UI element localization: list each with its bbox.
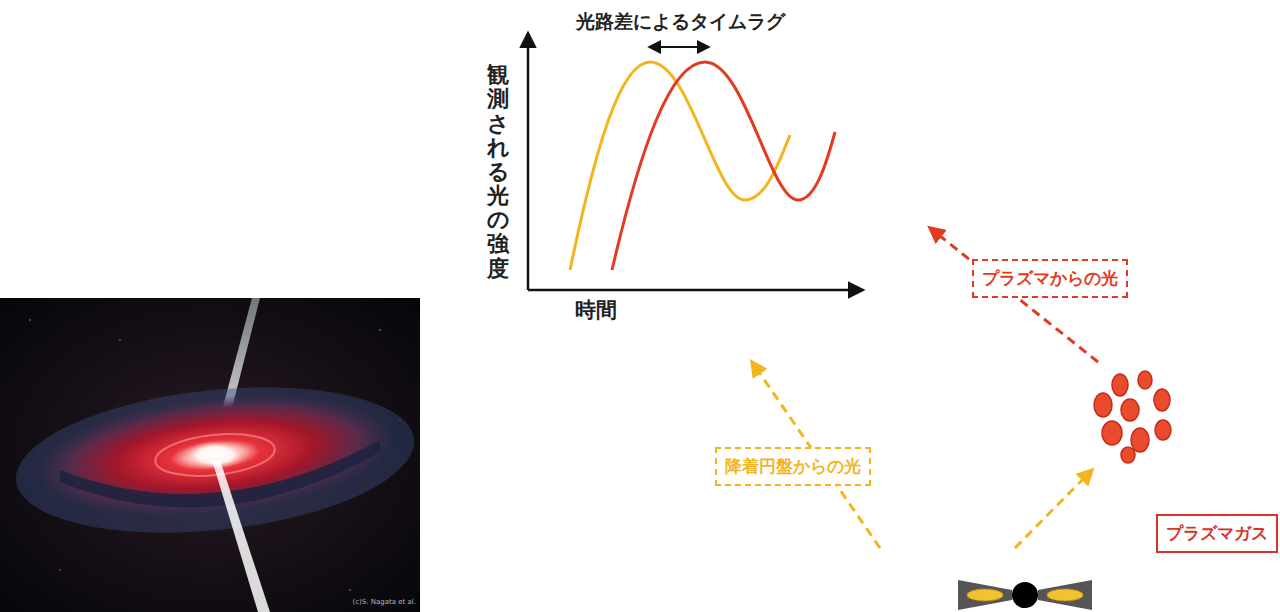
- chart-label: 光路差によるタイムラグ: [576, 9, 785, 35]
- chart-label: 時間: [575, 296, 617, 324]
- plasma-gas-box: プラズマガス: [1156, 514, 1278, 553]
- plasma-cluster: [1094, 371, 1171, 463]
- black-hole-icon: [958, 580, 1092, 610]
- black-hole-illustration: [0, 298, 421, 612]
- box-text: 降着円盤からの光: [725, 455, 861, 478]
- time-lag-chart: [528, 34, 862, 290]
- box-text: プラズマガス: [1166, 522, 1268, 545]
- chart-label: 観測される光の強度: [487, 63, 509, 281]
- light-label-box: 降着円盤からの光: [715, 447, 871, 486]
- box-text: プラズマからの光: [982, 267, 1118, 290]
- credit-text: (c)S. Nagata et al.: [353, 598, 416, 606]
- light-label-box: プラズマからの光: [972, 259, 1128, 298]
